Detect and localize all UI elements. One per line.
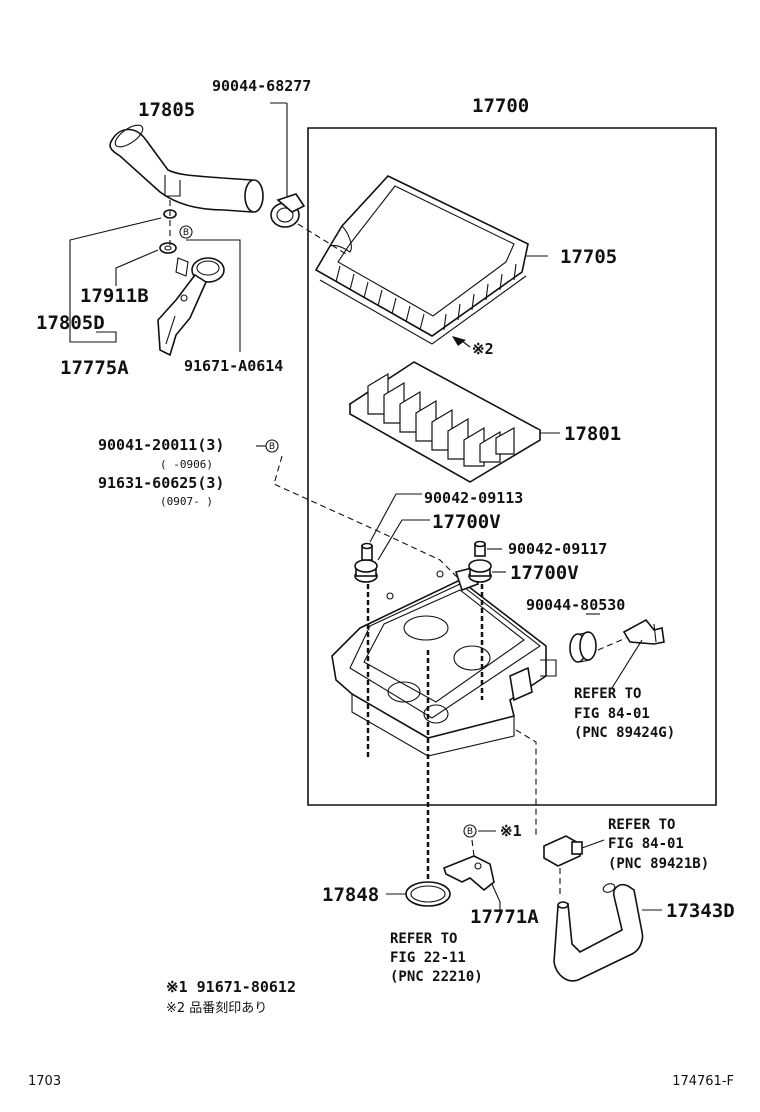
part-labels: 17805 90044-68277 17700 17705 ※2 17911B … <box>36 77 735 985</box>
grommet-90044-80530 <box>569 613 600 663</box>
svg-text:B: B <box>269 442 275 452</box>
svg-text:(PNC 89424G): (PNC 89424G) <box>574 725 675 741</box>
svg-text:FIG 84-01: FIG 84-01 <box>574 706 650 722</box>
label-17911B: 17911B <box>80 285 149 307</box>
svg-text:REFER TO: REFER TO <box>390 931 457 947</box>
cleaner-case <box>331 567 557 757</box>
circle-b-bolt: B <box>256 439 279 453</box>
label-17805D: 17805D <box>36 312 105 334</box>
footnote-1: ※1 91671-80612 <box>166 978 296 996</box>
label-90042-09113: 90042-09113 <box>424 489 523 507</box>
grommet-stack <box>159 200 177 254</box>
filter-element-17801 <box>348 361 560 483</box>
hose-clamp-90044-68277 <box>270 102 306 228</box>
note-mark-2: ※2 <box>472 340 494 358</box>
label-17343D: 17343D <box>666 900 735 922</box>
svg-text:REFER TO: REFER TO <box>608 817 675 833</box>
circled-b-callouts: B B B <box>179 225 496 838</box>
label-17801: 17801 <box>564 423 621 445</box>
assembly-frame <box>307 127 717 806</box>
svg-text:B: B <box>467 827 473 837</box>
footer-code-left: 1703 <box>28 1074 61 1089</box>
label-range-2: (0907- ) <box>160 495 213 508</box>
label-17775A: 17775A <box>60 357 129 379</box>
svg-text:FIG 22-11: FIG 22-11 <box>390 950 466 966</box>
hose-bracket <box>157 257 225 357</box>
dash-case-to-connector <box>515 729 537 836</box>
label-91671-A0614: 91671-A0614 <box>184 357 283 375</box>
circle-b-lower: B <box>463 824 496 838</box>
dash-bolt-b <box>273 455 461 581</box>
svg-text:(PNC 22210): (PNC 22210) <box>390 969 483 985</box>
label-17771A: 17771A <box>470 906 539 928</box>
grommet-17700V-right <box>468 540 492 583</box>
leaders-grommets <box>369 493 506 573</box>
label-17848: 17848 <box>322 884 379 906</box>
label-91631-60625: 91631-60625(3) <box>98 474 224 492</box>
svg-text:REFER TO: REFER TO <box>574 686 641 702</box>
svg-text:(PNC 89421B): (PNC 89421B) <box>608 856 709 872</box>
refer-fig84-89424G: REFER TO FIG 84-01 (PNC 89424G) <box>574 686 675 741</box>
circle-b-upper: B <box>179 225 193 239</box>
intake-hose-17805 <box>109 124 264 213</box>
footnote-2: ※2 品番刻印あり <box>166 1001 267 1016</box>
cap-ribs <box>335 263 517 331</box>
label-90042-09117: 90042-09117 <box>508 540 607 558</box>
vacuum-connector <box>543 835 605 896</box>
label-90044-68277: 90044-68277 <box>212 77 311 95</box>
label-17700V-lower: 17700V <box>510 562 579 584</box>
air-temp-sensor <box>597 618 665 689</box>
label-17700: 17700 <box>472 95 529 117</box>
label-90041-20011: 90041-20011(3) <box>98 436 224 454</box>
leaders-left <box>69 217 241 352</box>
cleaner-cap-17705 <box>314 175 548 348</box>
svg-text:B: B <box>183 228 189 238</box>
label-range-1: ( -0906) <box>160 458 213 471</box>
bracket-17771A <box>443 839 501 914</box>
footer-code-right: 174761-F <box>672 1074 734 1089</box>
vacuum-hose-17343D <box>553 883 662 982</box>
grommet-17700V-left <box>354 542 378 583</box>
oring-17848 <box>386 881 451 907</box>
label-90044-80530: 90044-80530 <box>526 596 625 614</box>
refer-fig22-22210: REFER TO FIG 22-11 (PNC 22210) <box>390 931 483 985</box>
note-mark-1: ※1 <box>500 822 522 840</box>
label-17705: 17705 <box>560 246 617 268</box>
label-17700V-upper: 17700V <box>432 511 501 533</box>
refer-fig84-89421B: REFER TO FIG 84-01 (PNC 89421B) <box>608 817 709 872</box>
svg-text:FIG 84-01: FIG 84-01 <box>608 836 684 852</box>
element-pleats <box>367 372 515 467</box>
footnotes: ※1 91671-80612 ※2 品番刻印あり <box>166 978 296 1016</box>
label-17805: 17805 <box>138 99 195 121</box>
